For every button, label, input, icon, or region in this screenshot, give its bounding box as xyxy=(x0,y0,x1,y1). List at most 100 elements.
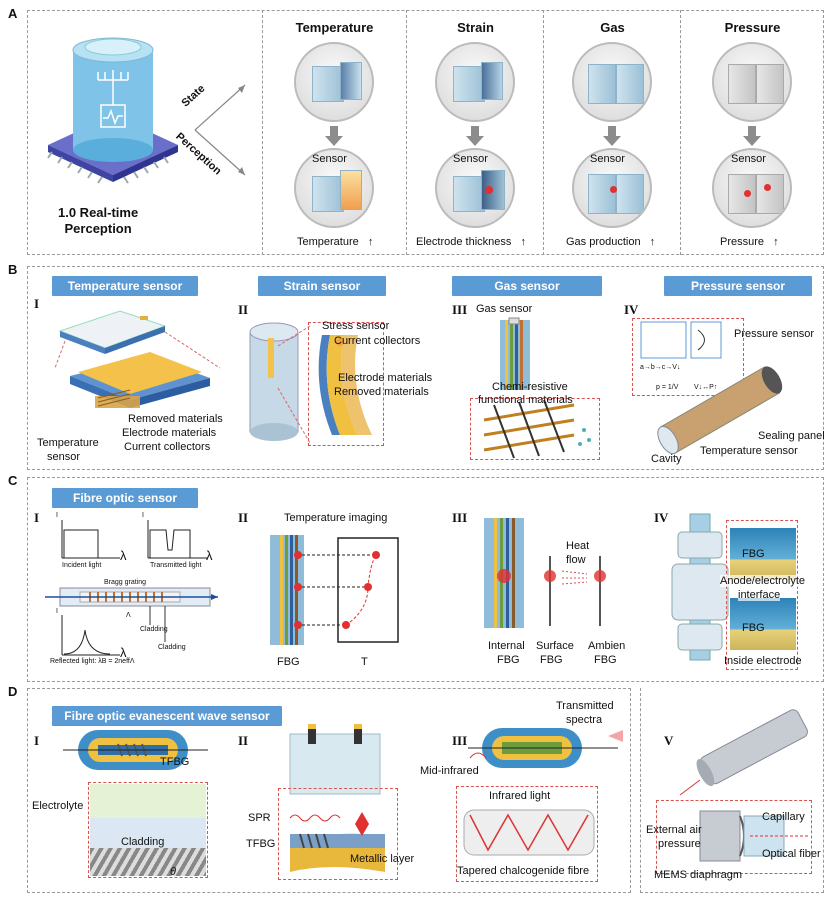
arrow-stem-4 xyxy=(748,126,756,136)
up-arrow-icon: ↑ xyxy=(649,236,656,248)
section-a-col-divider-2 xyxy=(407,10,544,255)
d1-cladding: Cladding xyxy=(121,836,165,848)
temperature-sensor-label-box: Temperature sensor xyxy=(52,276,198,296)
pressure-state-circle xyxy=(712,42,792,122)
temperature-sensor-circle xyxy=(294,148,374,228)
chalcogenide-fibre-illustration xyxy=(468,728,623,768)
section-a-col-divider-3 xyxy=(544,10,681,255)
d3-transmitted: Transmitted xyxy=(556,700,614,712)
b1-sensor: sensor xyxy=(47,451,81,463)
temperature-caption-text: Temperature xyxy=(297,236,359,248)
b-roman-1: I xyxy=(34,296,40,311)
section-a-letter: A xyxy=(8,6,18,21)
d2-tfbg: TFBG xyxy=(246,838,276,850)
d-roman-3: III xyxy=(452,733,468,748)
anode-electrolyte-block xyxy=(730,528,796,580)
c-roman-3: III xyxy=(452,510,468,525)
b-roman-2: II xyxy=(238,302,249,317)
c3-internal-fbg: FBG xyxy=(497,654,520,666)
d3-mid-infrared: Mid-infrared xyxy=(420,765,479,777)
c1-bragg-grating: Bragg grating xyxy=(104,579,147,586)
b4-sealing-panel: Sealing panel xyxy=(758,430,825,442)
c4-zoom-box xyxy=(726,520,798,670)
state-perception-axes xyxy=(194,84,246,176)
d5-external-air: External air xyxy=(646,824,702,836)
evanescent-sensor-label-box: Fibre optic evanescent wave sensor xyxy=(52,706,282,726)
b2-current-collectors: Current collectors xyxy=(334,335,421,347)
c1-reflected-light: Reflected light: λB = 2neffΛ xyxy=(50,658,135,665)
section-c-letter: C xyxy=(8,473,18,488)
temperature-imaging-diagram xyxy=(270,535,399,645)
strain-sensor-label: Sensor xyxy=(453,153,488,165)
gas-caption-text: Gas production xyxy=(566,236,641,248)
b2-electrode-materials: Electrode materials xyxy=(338,372,433,384)
arrow-stem-1 xyxy=(330,126,338,136)
section-b-panel xyxy=(27,266,824,470)
c4-interface: interface xyxy=(738,589,781,601)
arrow-head-1 xyxy=(325,136,343,146)
pressure-caption-text: Pressure xyxy=(720,236,765,248)
fibre-connector-illustration xyxy=(671,513,729,661)
d1-theta: θ xyxy=(170,866,176,878)
section-c-panel xyxy=(27,477,824,682)
gas-sensor-circle xyxy=(572,148,652,228)
d-roman-5: V xyxy=(664,733,674,748)
c-roman-2: II xyxy=(238,510,249,525)
cylinder-cell-illustration xyxy=(249,322,311,444)
b1-electrode-materials: Electrode materials xyxy=(122,427,217,439)
col-head-strain: Strain xyxy=(457,20,494,35)
d5-zoom-box xyxy=(656,800,812,874)
mems-diaphragm-detail xyxy=(699,810,808,862)
infrared-light-path xyxy=(463,809,595,856)
d2-spr: SPR xyxy=(248,812,271,824)
section-a-panel xyxy=(27,10,824,255)
d3-tapered-fibre: Tapered chalcogenide fibre xyxy=(457,865,590,877)
c1-lambda-2: λ xyxy=(206,548,213,563)
b2-stress-sensor: Stress sensor xyxy=(322,320,390,332)
pressure-sensor-label: Sensor xyxy=(731,153,766,165)
c1-intensity-3: I xyxy=(56,608,58,615)
gas-caption: Gas production ↑ xyxy=(566,236,655,248)
d1-tfbg: TFBG xyxy=(160,756,190,768)
c3-ambien: Ambien xyxy=(588,640,626,652)
section-d-v-panel xyxy=(640,688,824,893)
c3-ambien-fbg: FBG xyxy=(594,654,617,666)
fbg-spectra-diagram xyxy=(45,520,218,656)
c1-transmitted-light: Transmitted light xyxy=(150,562,202,569)
pressure-diagram xyxy=(640,321,722,359)
c1-incident-light: Incident light xyxy=(62,562,102,569)
section-d-panel xyxy=(27,688,631,893)
b2-zoom-box xyxy=(308,322,384,446)
pouch-cell-illustration xyxy=(54,310,221,408)
b4-p-1v: p = 1/V xyxy=(656,384,679,391)
arrow-stem-3 xyxy=(608,126,616,136)
d2-metallic-layer: Metallic layer xyxy=(350,853,415,865)
pressure-sensor-circle xyxy=(712,148,792,228)
up-arrow-icon: ↑ xyxy=(520,236,526,248)
gas-state-circle xyxy=(572,42,652,122)
tfbg-fiber-illustration xyxy=(63,730,208,770)
section-b-letter: B xyxy=(8,262,18,277)
chemiresistive-grid xyxy=(483,399,591,459)
c3-surface: Surface xyxy=(536,640,574,652)
d3-zoom-box xyxy=(456,786,598,882)
section-a-col-divider-1 xyxy=(262,10,407,255)
battery-chip-illustration xyxy=(38,30,188,190)
b-roman-4: IV xyxy=(624,302,639,317)
fibre-optic-sensor-label-box: Fibre optic sensor xyxy=(52,488,198,508)
b3-chemi-resistive: Chemi-resistive xyxy=(492,381,568,393)
arrow-head-4 xyxy=(743,136,761,146)
up-arrow-icon: ↑ xyxy=(367,236,374,248)
b4-abc-v: a→b→c→V↓ xyxy=(640,364,681,371)
up-arrow-icon: ↑ xyxy=(773,236,779,248)
c2-t-axis: T xyxy=(361,656,368,668)
pressure-sensor-label-box: Pressure sensor xyxy=(664,276,812,296)
c3-heat: Heat xyxy=(566,540,590,552)
c1-cladding-2: Cladding xyxy=(158,644,186,651)
d-roman-1: I xyxy=(34,733,40,748)
c1-grating-period: Λ xyxy=(126,612,131,619)
c2-fbg: FBG xyxy=(277,656,300,668)
b1-removed-materials: Removed materials xyxy=(128,413,223,425)
c1-intensity-1: I xyxy=(56,512,58,519)
arrow-head-2 xyxy=(466,136,484,146)
